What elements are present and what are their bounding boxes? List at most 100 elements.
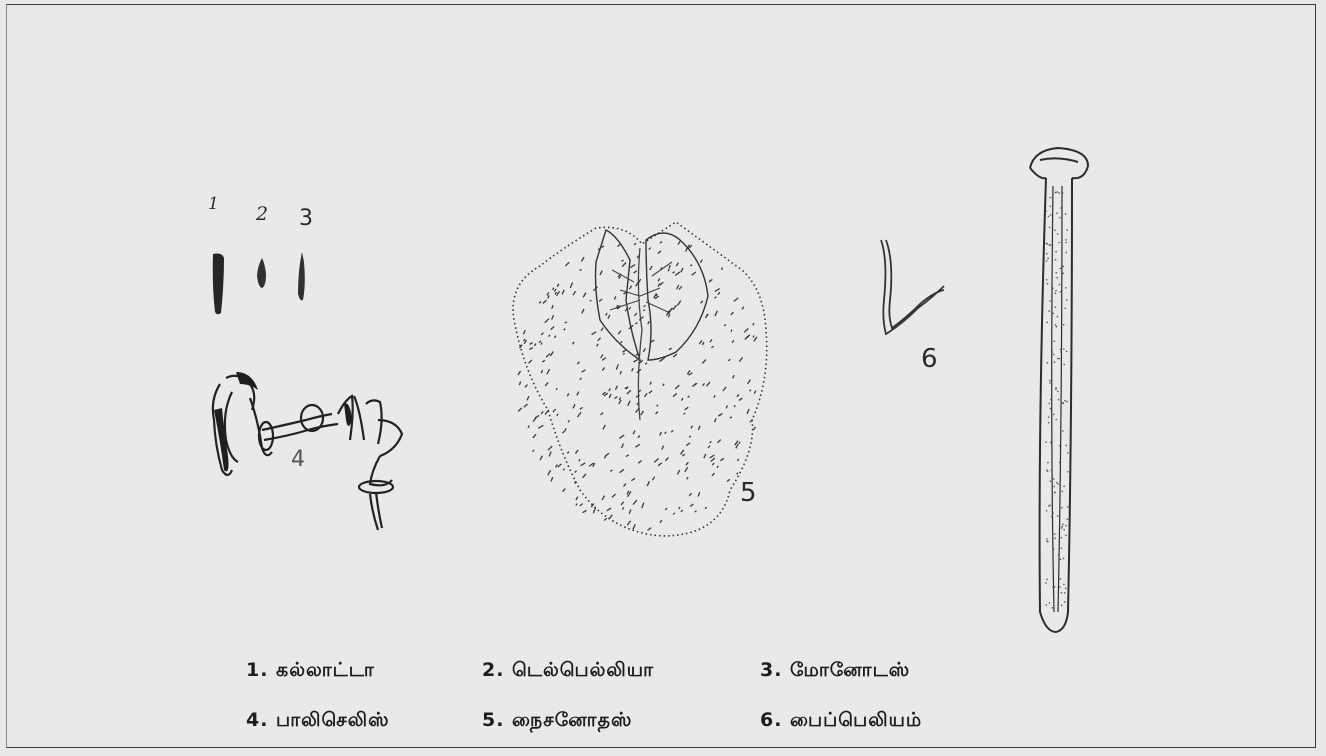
stipple-mark (690, 503, 694, 507)
stipple-mark (665, 457, 669, 461)
stipple-dot (1048, 310, 1050, 312)
stipple-mark (732, 375, 735, 379)
stipple-dot (1046, 243, 1048, 245)
stipple-mark (621, 259, 624, 261)
stipple-mark (554, 289, 557, 292)
stipple-dot (1060, 578, 1062, 580)
stipple-dot (1067, 452, 1069, 454)
stipple-mark (671, 430, 674, 433)
stipple-mark (754, 390, 757, 394)
stipple-dot (1046, 322, 1048, 324)
stipple-dot (1061, 296, 1063, 298)
stipple-mark (538, 425, 544, 429)
stipple-mark (602, 357, 607, 361)
stipple-dot (1056, 326, 1058, 328)
stipple-mark (645, 362, 648, 364)
stipple-mark (657, 250, 661, 254)
stipple-dot (1063, 348, 1065, 350)
stipple-dot (1065, 239, 1067, 241)
stipple-mark (702, 383, 705, 386)
stipple-mark (619, 469, 624, 473)
stipple-dot (1054, 586, 1056, 588)
stipple-mark (658, 462, 663, 466)
stipple-mark (581, 369, 586, 373)
long-rod-stipple (1045, 189, 1068, 608)
stipple-dot (1054, 340, 1056, 342)
stipple-mark (547, 470, 551, 475)
stipple-dot (1052, 509, 1054, 511)
specimen-5-drawing (513, 222, 767, 536)
stipple-mark (572, 291, 576, 296)
stipple-mark (644, 393, 648, 397)
stipple-mark (714, 296, 717, 298)
stipple-mark (652, 476, 655, 480)
stipple-mark (628, 307, 631, 310)
stipple-dot (1049, 206, 1051, 208)
stipple-dot (1059, 284, 1061, 286)
stipple-dot (1058, 358, 1060, 360)
stipple-mark (636, 394, 640, 397)
stipple-dot (1048, 416, 1050, 418)
stipple-mark (622, 349, 626, 352)
stipple-dot (1045, 441, 1047, 443)
stipple-mark (733, 297, 738, 302)
stipple-mark (673, 512, 676, 515)
stipple-dot (1064, 400, 1066, 402)
stipple-mark (562, 488, 566, 492)
stipple-mark (661, 445, 664, 450)
stipple-mark (582, 510, 587, 513)
stipple-dot (1060, 351, 1062, 353)
stipple-mark (626, 454, 630, 457)
stipple-mark (676, 262, 679, 266)
stipple-mark (638, 460, 642, 464)
caption-5: 5. நைசனோதஸ் (482, 709, 760, 734)
stipple-mark (633, 430, 636, 434)
stipple-mark (711, 473, 715, 477)
stipple-dot (1052, 245, 1054, 247)
stipple-mark (689, 435, 692, 437)
stipple-dot (1054, 533, 1056, 535)
stipple-mark (623, 483, 626, 487)
stipple-mark (567, 393, 569, 397)
stipple-mark (685, 462, 689, 466)
stipple-dot (1046, 469, 1048, 471)
stipple-mark (675, 385, 680, 390)
stipple-dot (1059, 445, 1061, 447)
stipple-dot (1055, 292, 1057, 294)
stipple-mark (690, 425, 693, 428)
stipple-mark (554, 292, 557, 295)
stipple-mark (702, 342, 705, 345)
stipple-mark (563, 468, 565, 471)
stipple-mark (620, 341, 623, 344)
stipple-dot (1047, 362, 1049, 364)
stipple-mark (640, 411, 644, 416)
stipple-dot (1062, 524, 1064, 526)
stipple-dot (1062, 272, 1064, 274)
stipple-dot (1061, 526, 1063, 528)
stipple-mark (726, 405, 729, 408)
stipple-mark (673, 354, 678, 358)
stipple-mark (686, 477, 688, 480)
stipple-mark (597, 337, 601, 341)
label-5: 5 (740, 478, 757, 508)
stipple-dot (1058, 192, 1060, 194)
stipple-mark (620, 371, 622, 375)
stipple-mark (705, 507, 708, 509)
stipple-dot (1063, 529, 1065, 531)
stipple-mark (580, 462, 585, 466)
stipple-dot (1054, 491, 1056, 493)
stipple-mark (577, 412, 582, 418)
stipple-mark (684, 467, 688, 472)
stipple-mark (680, 510, 683, 513)
stipple-mark (581, 309, 584, 314)
stipple-mark (626, 390, 631, 395)
stipple-mark (672, 271, 675, 274)
stipple-dot (1061, 605, 1063, 607)
stipple-dot (1048, 216, 1050, 218)
stipple-mark (627, 520, 631, 525)
stipple-dot (1046, 538, 1048, 540)
stipple-mark (635, 444, 640, 448)
stipple-mark (627, 400, 630, 406)
stipple-mark (552, 409, 556, 413)
stipple-dot (1049, 504, 1051, 506)
